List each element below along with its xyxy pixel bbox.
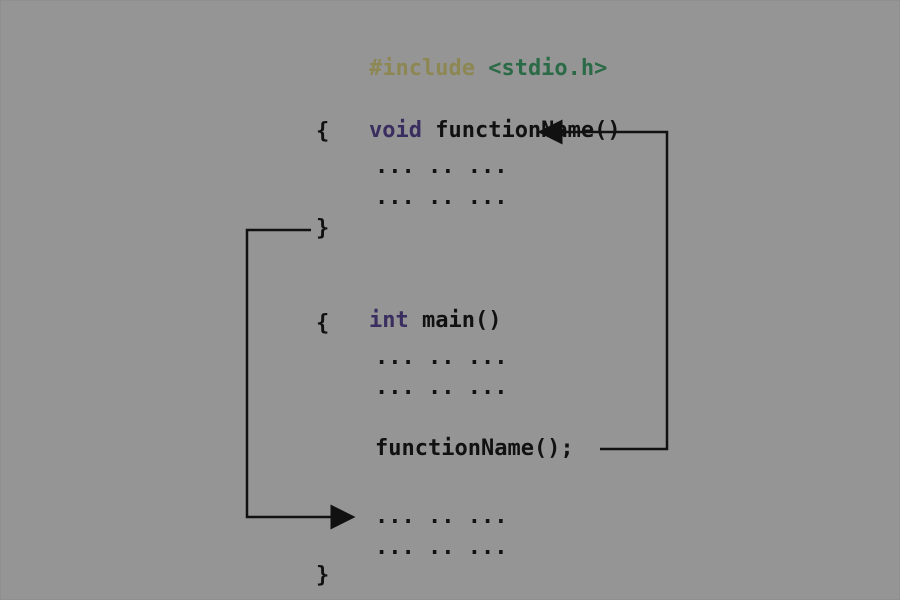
int-keyword: int — [368, 308, 409, 333]
include-space — [475, 56, 488, 81]
function-declaration-space — [422, 118, 435, 143]
main-body-placeholder-4: ... .. ... — [375, 535, 508, 560]
function-open-brace: { — [316, 119, 330, 144]
include-line: #include <stdio.h> — [316, 24, 607, 114]
main-declaration-space — [409, 308, 422, 333]
function-body-placeholder-1: ... .. ... — [375, 154, 508, 179]
function-body-placeholder-2: ... .. ... — [375, 185, 508, 210]
stdio-header: <stdio.h> — [488, 56, 608, 81]
call-to-function-arrow — [537, 119, 669, 451]
main-body-placeholder-3: ... .. ... — [375, 504, 508, 529]
function-close-brace: } — [316, 216, 330, 241]
main-declaration-line: int main() — [316, 276, 501, 366]
main-body-placeholder-2: ... .. ... — [375, 375, 508, 400]
function-signature: functionName() — [435, 118, 621, 143]
main-close-brace: } — [316, 563, 330, 588]
main-open-brace: { — [316, 311, 330, 336]
main-body-placeholder-1: ... .. ... — [375, 345, 508, 370]
return-to-main-arrow — [245, 228, 356, 530]
function-call-line: functionName(); — [375, 436, 574, 461]
void-keyword: void — [368, 118, 422, 143]
main-signature: main() — [421, 308, 502, 333]
include-directive: #include — [368, 56, 475, 81]
